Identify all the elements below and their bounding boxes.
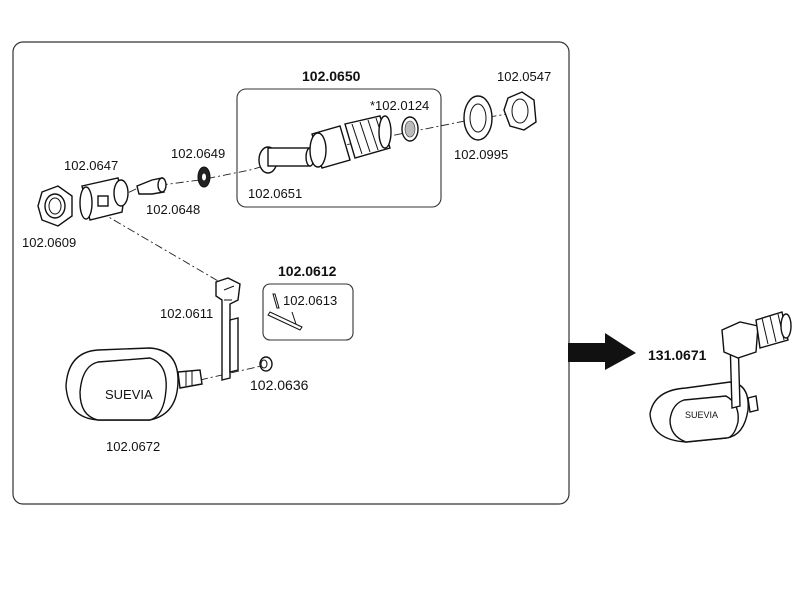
label-0647: 102.0647	[64, 158, 118, 173]
label-0613: 102.0613	[283, 293, 337, 308]
label-0547: 102.0547	[497, 69, 551, 84]
subassembly-box-0650	[236, 88, 442, 208]
assembled-unit-0671: SUEVIA	[649, 311, 792, 443]
lever-arm-0611	[215, 277, 241, 381]
hex-nut-0609	[37, 185, 73, 227]
subassembly-box-0612	[262, 283, 354, 341]
label-0650: 102.0650	[302, 68, 361, 84]
filter-0124	[401, 116, 419, 142]
label-0649: 102.0649	[171, 146, 225, 161]
split-pins-0613	[267, 293, 303, 331]
float-brand-text: SUEVIA	[105, 387, 153, 402]
label-0611: 102.0611	[160, 306, 213, 321]
hex-nut-0547	[503, 91, 537, 131]
axis-line-float	[199, 363, 271, 381]
axis-line-main	[99, 111, 521, 207]
threaded-housing	[309, 115, 392, 169]
axis-line-lever	[99, 211, 226, 286]
washer-0649	[197, 166, 211, 188]
label-0648: 102.0648	[146, 202, 200, 217]
valve-body-0647	[79, 177, 129, 221]
label-0651: 102.0651	[248, 186, 302, 201]
assembled-brand-text: SUEVIA	[685, 410, 718, 420]
arrow-icon	[568, 333, 636, 370]
piston-0651	[258, 146, 315, 174]
float-0672: SUEVIA	[65, 347, 203, 421]
label-0609: 102.0609	[22, 235, 76, 250]
assembly-frame	[12, 41, 570, 505]
label-0672: 102.0672	[106, 439, 160, 454]
label-0612: 102.0612	[278, 263, 337, 279]
label-0671: 131.0671	[648, 347, 707, 363]
label-0636: 102.0636	[250, 377, 309, 393]
nozzle-0648	[136, 177, 167, 195]
cap-0636	[259, 356, 273, 372]
ring-washer-0995	[463, 95, 493, 141]
label-0995: 102.0995	[454, 147, 508, 162]
label-0124: *102.0124	[370, 98, 429, 113]
